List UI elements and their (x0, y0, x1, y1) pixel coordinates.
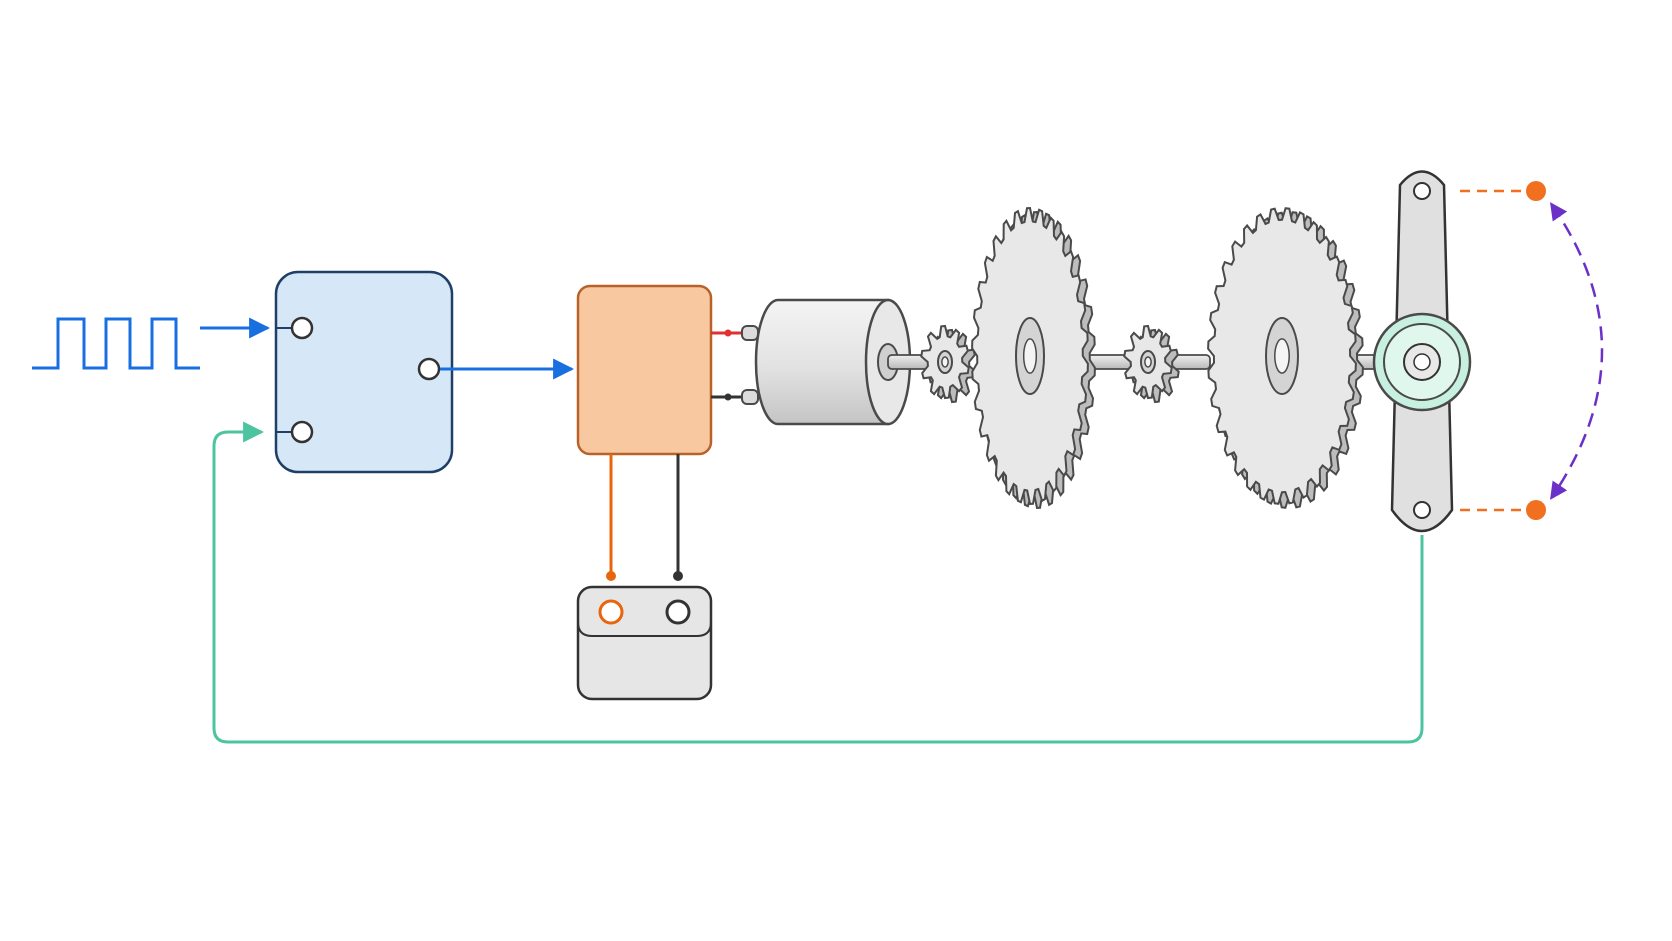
controller-box[interactable] (274, 270, 454, 474)
battery-negative-terminal[interactable] (665, 599, 691, 625)
signal-output-port[interactable] (417, 357, 441, 381)
pinion-gear-1 (920, 324, 977, 404)
battery-positive-terminal[interactable] (598, 599, 624, 625)
output-horn[interactable] (1372, 170, 1472, 533)
square-wave-icon (32, 317, 200, 370)
upper-limit-marker (1526, 181, 1546, 201)
spur-gear-1 (971, 206, 1096, 510)
feedback-line (212, 421, 1424, 744)
spur-gear-2 (1207, 207, 1364, 509)
motor-driver-box[interactable] (576, 284, 713, 456)
gear2-bore (1274, 338, 1290, 374)
battery[interactable] (576, 585, 713, 701)
horn-bottom-hole (1413, 501, 1431, 519)
double-arrow-arc-icon (1550, 202, 1604, 500)
horn-top-hole (1413, 182, 1431, 200)
pwm-input-port[interactable] (290, 316, 314, 340)
lower-limit-marker (1526, 500, 1546, 520)
gear-train[interactable] (920, 206, 1364, 510)
feedback-input-port[interactable] (290, 420, 314, 444)
pinion2-bore (1144, 356, 1152, 368)
pinion1-bore (941, 356, 949, 368)
dc-motor[interactable] (741, 298, 912, 426)
gear1-bore (1022, 338, 1038, 374)
pinion-gear-2 (1123, 324, 1180, 404)
